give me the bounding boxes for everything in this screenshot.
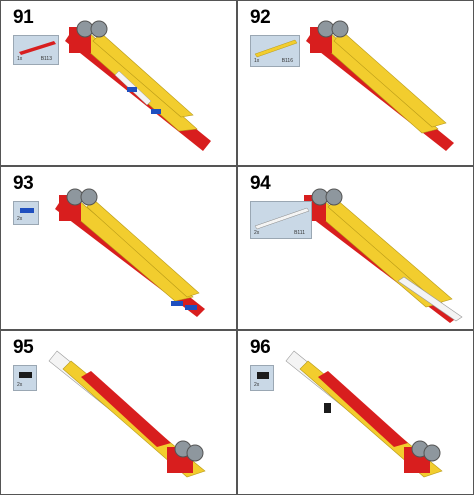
step-95-panel: 95 2x bbox=[0, 330, 237, 495]
step-number: 94 bbox=[250, 173, 271, 194]
black-connector-part-icon bbox=[257, 372, 269, 379]
part-quantity: 1x bbox=[17, 56, 23, 62]
part-id: B113 bbox=[40, 56, 52, 62]
step-number: 92 bbox=[250, 7, 271, 28]
step-91-panel: 91 1x B113 bbox=[0, 0, 237, 166]
step-number: 95 bbox=[13, 337, 34, 358]
part-quantity: 2x bbox=[17, 382, 23, 388]
step-96-model bbox=[285, 350, 443, 478]
parts-callout: 2x B111 bbox=[250, 201, 312, 239]
step-92-model bbox=[306, 20, 454, 151]
red-beam-part-icon bbox=[19, 41, 56, 55]
step-95-model bbox=[48, 350, 206, 478]
step-93-panel: 93 2x bbox=[0, 166, 237, 330]
step-94-panel: 94 2x B111 bbox=[237, 166, 474, 330]
step-number: 91 bbox=[13, 7, 34, 28]
step-number: 93 bbox=[13, 173, 34, 194]
parts-callout: 1x B116 bbox=[250, 35, 300, 67]
step-91-model bbox=[65, 20, 211, 151]
step-number: 96 bbox=[250, 337, 271, 358]
step-92-panel: 92 1x B116 bbox=[237, 0, 474, 166]
parts-callout: 1x B113 bbox=[13, 35, 59, 65]
part-quantity: 1x bbox=[254, 58, 260, 64]
step-96-panel: 96 2x bbox=[237, 330, 474, 495]
parts-callout: 2x bbox=[250, 365, 274, 391]
step-93-model bbox=[55, 188, 205, 317]
part-quantity: 2x bbox=[254, 230, 260, 236]
black-pin-part-icon bbox=[19, 372, 32, 378]
blue-pin-part-icon bbox=[20, 208, 34, 213]
part-quantity: 2x bbox=[17, 216, 23, 222]
step-94-model bbox=[300, 188, 463, 323]
white-beam-part-icon bbox=[254, 207, 310, 230]
part-id: B116 bbox=[281, 58, 293, 64]
parts-callout: 2x bbox=[13, 365, 37, 391]
yellow-beam-part-icon bbox=[254, 39, 298, 58]
part-id: B111 bbox=[294, 230, 305, 236]
parts-callout: 2x bbox=[13, 201, 39, 225]
part-quantity: 2x bbox=[254, 382, 260, 388]
